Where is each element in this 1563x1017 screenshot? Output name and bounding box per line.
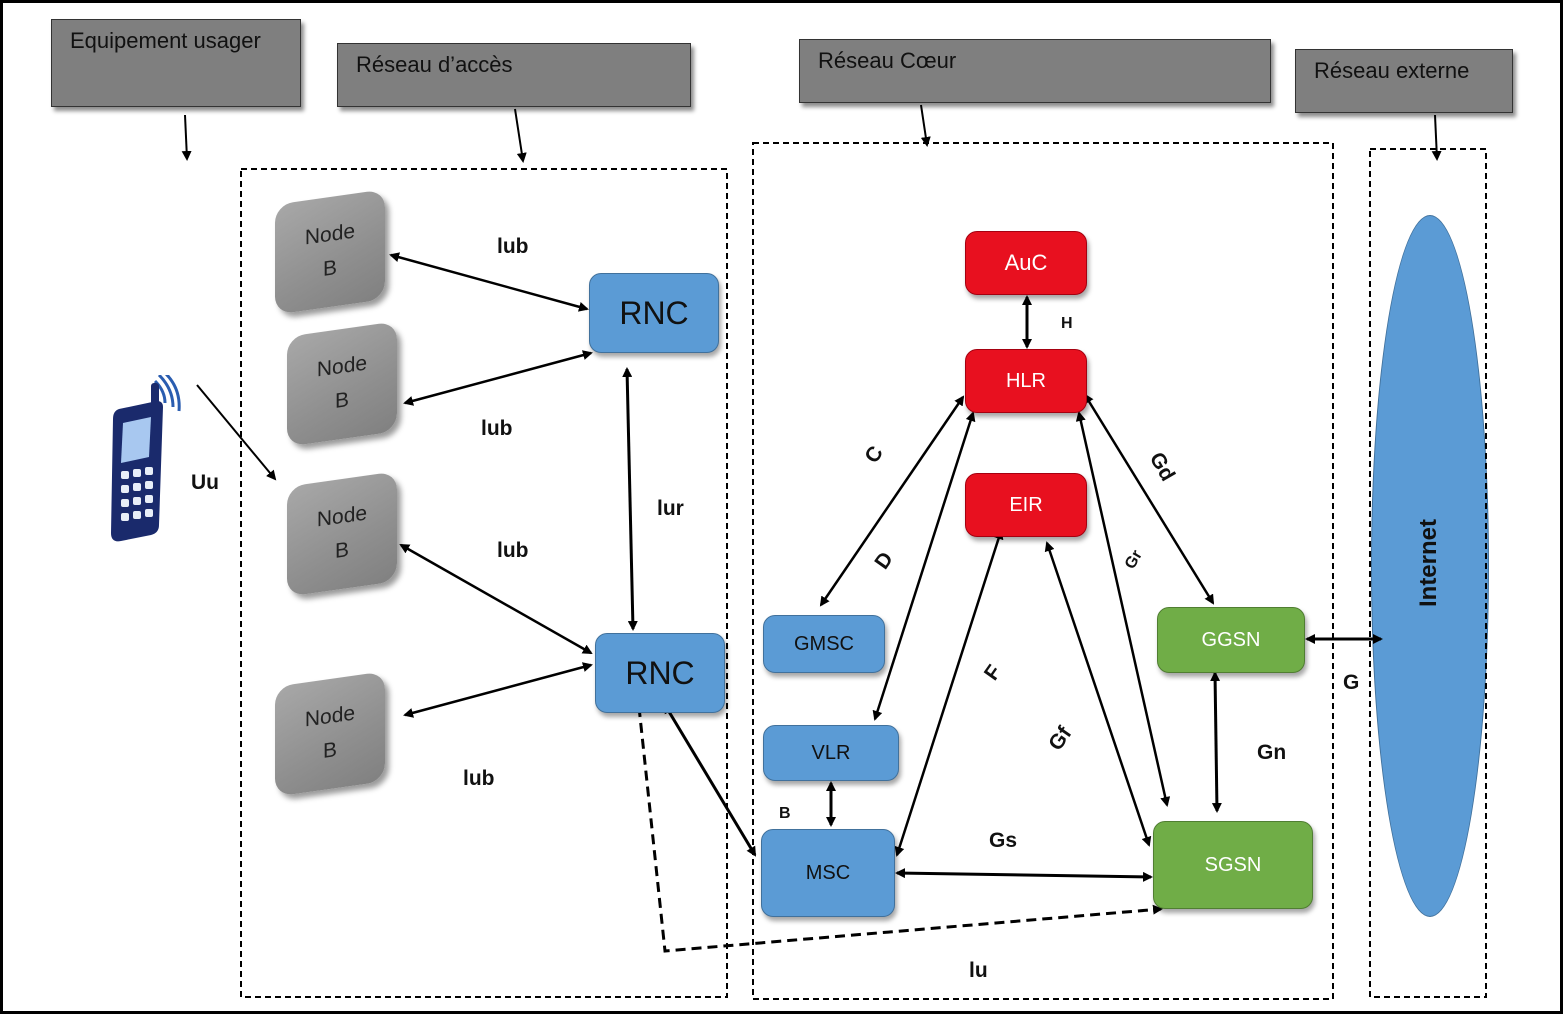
- node-b-4-line2: B: [322, 738, 337, 763]
- core-network-region: [752, 142, 1334, 1000]
- label-iub-4: lub: [463, 767, 495, 790]
- node-b-1: Node B: [275, 189, 385, 315]
- link-iub-4: [403, 662, 593, 718]
- label-iur: lur: [657, 497, 684, 520]
- link-uu: [196, 384, 277, 481]
- label-uu: Uu: [191, 471, 219, 494]
- label-b: B: [779, 805, 791, 822]
- gmsc-label: GMSC: [794, 632, 854, 655]
- sgsn: SGSN: [1153, 821, 1313, 909]
- hlr: HLR: [965, 349, 1087, 413]
- label-h: H: [1061, 315, 1073, 332]
- link-gd: [1083, 393, 1215, 605]
- sgsn-label: SGSN: [1204, 853, 1262, 876]
- internet-cloud: [1371, 215, 1489, 917]
- node-b-3-line1: Node: [316, 501, 368, 532]
- link-gn: [1210, 671, 1222, 813]
- node-b-1-line1: Node: [304, 219, 356, 250]
- header-user-equipment-label: Equipement usager: [70, 28, 261, 53]
- msc: MSC: [761, 829, 895, 917]
- connections-layer: [181, 104, 1487, 1000]
- label-iub-3: lub: [497, 539, 529, 562]
- label-gn: Gn: [1257, 741, 1287, 764]
- pointer-external-network: [1431, 114, 1442, 161]
- hlr-label: HLR: [1005, 369, 1046, 392]
- rnc-1: RNC: [589, 273, 719, 353]
- header-user-equipment: Equipement usager: [51, 19, 301, 107]
- rnc-1-label: RNC: [619, 294, 689, 331]
- header-access-network-label: Réseau d’accès: [356, 52, 513, 77]
- mobile-phone-icon: [107, 369, 183, 545]
- vlr-label: VLR: [811, 741, 851, 764]
- ggsn: GGSN: [1157, 607, 1305, 673]
- label-g: G: [1343, 671, 1360, 694]
- link-f: [894, 529, 1004, 857]
- gmsc: GMSC: [763, 615, 885, 673]
- link-rnc-msc: [663, 703, 757, 857]
- header-core-network: Réseau Cœur: [799, 39, 1271, 103]
- link-c: [819, 395, 965, 607]
- header-external-network-label: Réseau externe: [1314, 58, 1470, 83]
- external-network-region: [1369, 148, 1487, 998]
- node-b-2-line2: B: [334, 388, 349, 413]
- label-iu: lu: [969, 959, 988, 982]
- link-gf: [1044, 541, 1152, 847]
- label-iub-1: lub: [497, 235, 529, 258]
- link-iub-3: [399, 543, 593, 655]
- link-iur: [622, 367, 638, 631]
- node-b-4-line1: Node: [304, 701, 356, 732]
- ggsn-label: GGSN: [1201, 628, 1261, 651]
- node-b-3: Node B: [287, 471, 397, 597]
- label-gs: Gs: [989, 829, 1018, 852]
- header-external-network: Réseau externe: [1295, 49, 1513, 113]
- link-iub-2: [403, 350, 593, 406]
- vlr: VLR: [763, 725, 899, 781]
- node-b-2-line1: Node: [316, 351, 368, 382]
- node-b-1-line2: B: [322, 256, 337, 281]
- link-iub-1: [389, 252, 589, 312]
- msc-label: MSC: [805, 861, 851, 884]
- eir: EIR: [965, 473, 1087, 537]
- node-b-2: Node B: [287, 321, 397, 447]
- rnc-2: RNC: [595, 633, 725, 713]
- pointer-access-network: [514, 108, 527, 163]
- header-core-network-label: Réseau Cœur: [818, 48, 957, 73]
- eir-label: EIR: [1009, 493, 1043, 516]
- link-iu: [637, 706, 1163, 953]
- auc-label: AuC: [1004, 250, 1048, 275]
- access-network-region: [240, 168, 728, 998]
- pointer-user-equipment: [181, 114, 192, 161]
- auc: AuC: [965, 231, 1087, 295]
- label-iub-2: lub: [481, 417, 513, 440]
- pointer-core-network: [920, 104, 931, 147]
- link-gs: [895, 868, 1153, 882]
- node-b-4: Node B: [275, 671, 385, 797]
- rnc-2-label: RNC: [625, 654, 695, 691]
- header-access-network: Réseau d’accès: [337, 43, 691, 107]
- node-b-3-line2: B: [334, 538, 349, 563]
